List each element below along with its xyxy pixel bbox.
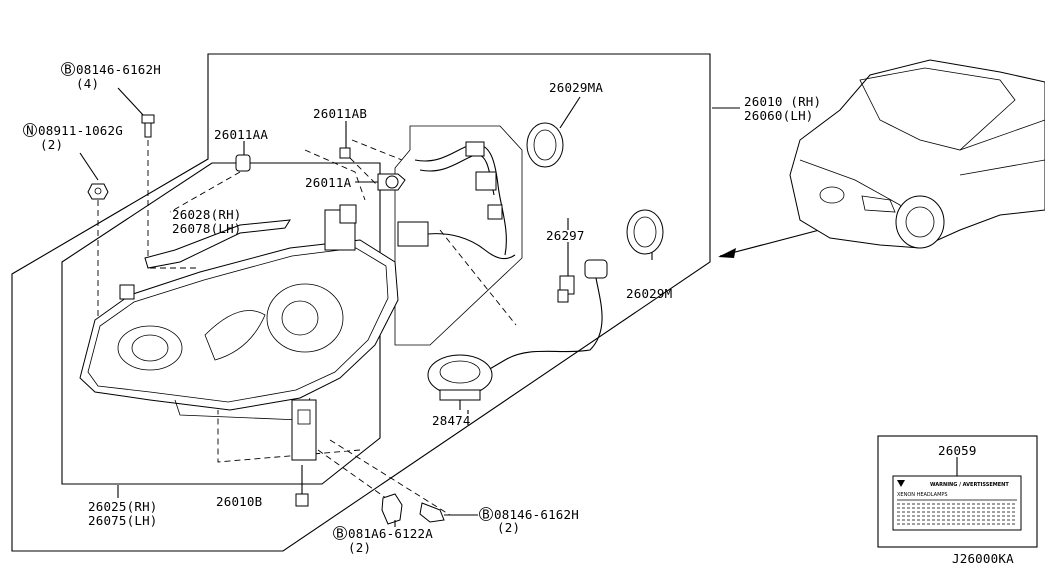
bulb-26011AB (339, 121, 351, 159)
wiring-harness (397, 141, 516, 260)
label-nut-08911: 08911-1062G (38, 123, 123, 138)
circled-n-letter: N (26, 123, 34, 138)
circle-n: N (23, 123, 37, 138)
harness-frame (394, 125, 523, 346)
assembly-outer-frame (11, 53, 711, 552)
warning-label-26059 (892, 457, 1022, 531)
label-nut-08911-qty: (2) (40, 137, 63, 152)
circle-b-top: B (61, 62, 75, 77)
label-26075-lh: 26075(LH) (88, 513, 158, 528)
label-28474: 28474 (432, 413, 471, 428)
clip-26010B (295, 465, 309, 507)
label-26011AB: 26011AB (313, 106, 367, 121)
label-bolt-081A6: 081A6-6122A (348, 526, 433, 541)
warning-label-subtitle: XENON HEADLAMPS (897, 492, 948, 498)
label-26010B: 26010B (216, 494, 262, 509)
circled-b-letter: B (336, 526, 344, 541)
label-frame (877, 435, 1038, 548)
nut-08911 (79, 152, 109, 200)
bulb-26011AA (235, 141, 251, 172)
circle-b-bottom-right: B (479, 507, 493, 522)
label-bolt-081A6-qty: (2) (348, 540, 371, 555)
headlamp-assembly (79, 204, 399, 461)
label-26025-rh: 26025(RH) (88, 499, 158, 514)
xenon-bulb-26297 (487, 242, 608, 371)
label-26010-rh: 26010 (RH) (744, 94, 821, 109)
label-bolt-08146-bottom: 08146-6162H (494, 507, 579, 522)
label-bolt-08146-top-qty: (4) (76, 76, 99, 91)
bolt-08146-bottom (419, 502, 478, 523)
lamp-inner-frame (61, 162, 381, 485)
label-26078-lh: 26078(LH) (172, 221, 242, 236)
bulb-26011A (355, 173, 406, 191)
label-bolt-08146-bottom-qty: (2) (497, 520, 520, 535)
label-26059: 26059 (938, 443, 977, 458)
dashed-leaders (97, 139, 517, 516)
label-26029M: 26029M (626, 286, 672, 301)
cap-26029MA (526, 96, 581, 168)
arrow-head (718, 248, 736, 258)
bracket-26028 (144, 219, 291, 269)
bolt-08146-top (117, 87, 155, 138)
label-bolt-08146-top: 08146-6162H (76, 62, 161, 77)
cap-26029M (626, 209, 664, 260)
circled-b-letter: B (64, 62, 72, 77)
label-26011AA: 26011AA (214, 127, 268, 142)
label-26011A: 26011A (305, 175, 352, 190)
label-26028-rh: 26028(RH) (172, 207, 242, 222)
ballast-28474 (427, 354, 493, 410)
label-26297: 26297 (546, 228, 585, 243)
diagram-code: J26000KA (952, 551, 1014, 566)
warning-label-title: WARNING / AVERTISSEMENT (930, 482, 1009, 488)
car-illustration (789, 59, 1045, 249)
bolt-081A6 (381, 493, 403, 527)
circled-b-letter: B (482, 507, 490, 522)
circle-b-bottom: B (333, 526, 347, 541)
label-26060-lh: 26060(LH) (744, 108, 814, 123)
label-26029MA: 26029MA (549, 80, 603, 95)
